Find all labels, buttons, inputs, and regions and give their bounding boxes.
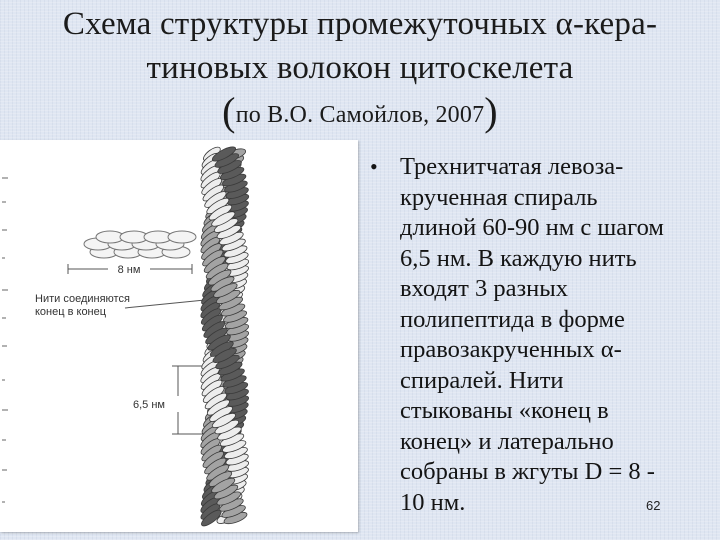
label-pitch: 6,5 нм bbox=[133, 399, 165, 411]
citation-paren-open: ( bbox=[222, 89, 236, 134]
join-pointer-line bbox=[124, 299, 206, 309]
citation-paren-close: ) bbox=[484, 89, 498, 134]
label-8nm: 8 нм bbox=[118, 264, 141, 276]
description-bullet: • Трехнитчатая левоза- крученная спираль… bbox=[370, 152, 710, 518]
helix-segment-strand-1 bbox=[212, 348, 237, 363]
slide-title: Схема структуры промежуточных α-кера- ти… bbox=[0, 2, 720, 137]
helix-segment-strand-2 bbox=[211, 477, 236, 494]
triple-helix bbox=[200, 146, 250, 527]
title-line-2: тиновых волокон цитоскелета bbox=[146, 50, 574, 86]
filament-discs bbox=[83, 230, 197, 259]
helix-segment-strand-2 bbox=[213, 283, 238, 298]
helix-segment-strand-3 bbox=[211, 412, 236, 429]
filament-diagram: 8 нм Нити соединяются конец в конец 6,5 … bbox=[2, 146, 250, 527]
dimension-8nm bbox=[67, 264, 193, 274]
bullet-marker: • bbox=[370, 154, 378, 179]
label-join-line2: конец в конец bbox=[35, 306, 107, 318]
citation: по В.О. Самойлов, 2007 bbox=[235, 102, 485, 128]
title-line-1: Схема структуры промежуточных α-кера- bbox=[62, 6, 658, 42]
helix-segment-strand-1 bbox=[211, 146, 237, 162]
description-text: Трехнитчатая левоза- крученная спираль д… bbox=[400, 153, 664, 516]
page-number: 62 bbox=[646, 498, 661, 513]
keratin-filament-figure: 8 нм Нити соединяются конец в конец 6,5 … bbox=[0, 140, 358, 532]
title-line-3: (по В.О. Самойлов, 2007) bbox=[0, 90, 720, 137]
helix-segment-strand-3 bbox=[211, 211, 236, 227]
left-edge-marks bbox=[2, 177, 8, 503]
label-join-line1: Нити соединяются bbox=[35, 293, 130, 305]
